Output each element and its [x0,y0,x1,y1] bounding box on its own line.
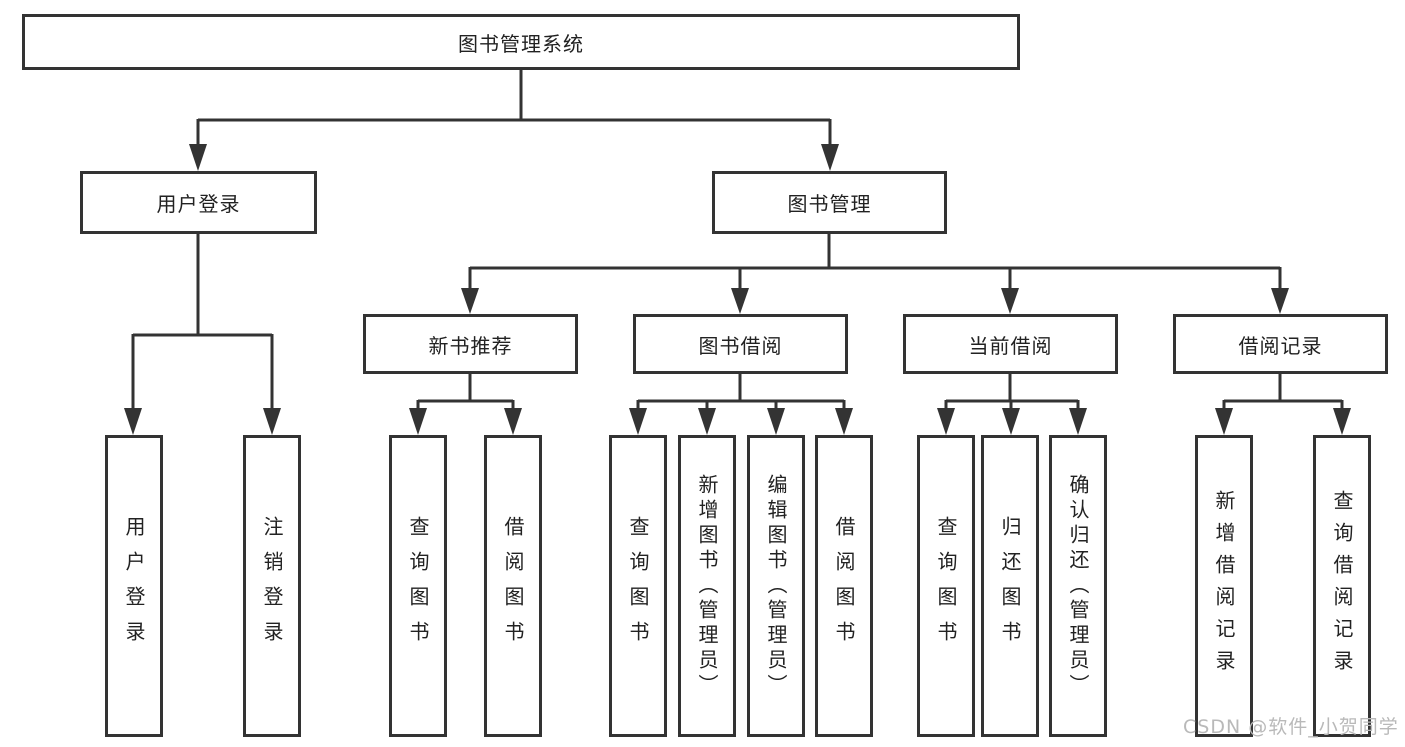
node-user-login-label: 用户登录 [156,192,241,216]
node-leaf-query-books-2: 查询图书 [609,435,667,737]
connector-book-management [468,234,1282,290]
node-current-borrow: 当前借阅 [903,314,1118,374]
node-leaf-query-books-3: 查询图书 [917,435,975,737]
node-book-borrow: 图书借阅 [633,314,848,374]
connector-user-login [131,234,274,410]
node-leaf-query-books-2-label: 查询图书 [626,516,650,656]
node-leaf-return-books: 归还图书 [981,435,1039,737]
node-leaf-borrow-books-1: 借阅图书 [484,435,542,737]
node-book-management: 图书管理 [712,171,947,234]
connector-new-book [416,374,515,410]
node-leaf-return-books-label: 归还图书 [998,516,1022,656]
node-borrow-records-label: 借阅记录 [1238,333,1323,358]
node-user-login: 用户登录 [80,171,317,234]
node-leaf-add-borrow-record-label: 新增借阅记录 [1212,490,1236,682]
node-leaf-add-books-admin-label: 新增图书（管理员） [695,473,719,699]
node-leaf-borrow-books-2-label: 借阅图书 [832,516,856,656]
node-leaf-edit-books-admin-label: 编辑图书（管理员） [764,473,788,699]
arrowheads [124,144,1351,435]
node-current-borrow-label: 当前借阅 [968,333,1053,358]
node-leaf-logout-label: 注销登录 [260,516,284,656]
node-leaf-user-login: 用户登录 [105,435,163,737]
node-borrow-records: 借阅记录 [1173,314,1388,374]
connector-current-borrow [944,374,1080,410]
node-leaf-add-borrow-record: 新增借阅记录 [1195,435,1253,737]
node-library-system-label: 图书管理系统 [458,31,584,56]
connector-book-borrow [636,374,846,410]
node-leaf-query-books-3-label: 查询图书 [934,516,958,656]
node-library-system: 图书管理系统 [22,14,1020,70]
csdn-watermark: CSDN @软件_小贺同学 [1183,716,1399,738]
connector-root-trunk [196,70,832,146]
node-leaf-query-borrow-record: 查询借阅记录 [1313,435,1371,737]
node-new-book-recommend: 新书推荐 [363,314,578,374]
node-leaf-query-borrow-record-label: 查询借阅记录 [1330,490,1354,682]
node-leaf-borrow-books-2: 借阅图书 [815,435,873,737]
node-book-borrow-label: 图书借阅 [698,333,783,358]
node-leaf-confirm-return-admin-label: 确认归还（管理员） [1066,473,1090,699]
node-leaf-query-books-1-label: 查询图书 [406,516,430,656]
node-leaf-add-books-admin: 新增图书（管理员） [678,435,736,737]
node-leaf-logout: 注销登录 [243,435,301,737]
node-leaf-edit-books-admin: 编辑图书（管理员） [747,435,805,737]
node-leaf-borrow-books-1-label: 借阅图书 [501,516,525,656]
node-book-management-label: 图书管理 [787,192,872,216]
node-leaf-confirm-return-admin: 确认归还（管理员） [1049,435,1107,737]
connector-borrow-records [1222,374,1344,410]
node-leaf-query-books-1: 查询图书 [389,435,447,737]
node-new-book-recommend-label: 新书推荐 [428,333,513,358]
node-leaf-user-login-label: 用户登录 [122,516,146,656]
